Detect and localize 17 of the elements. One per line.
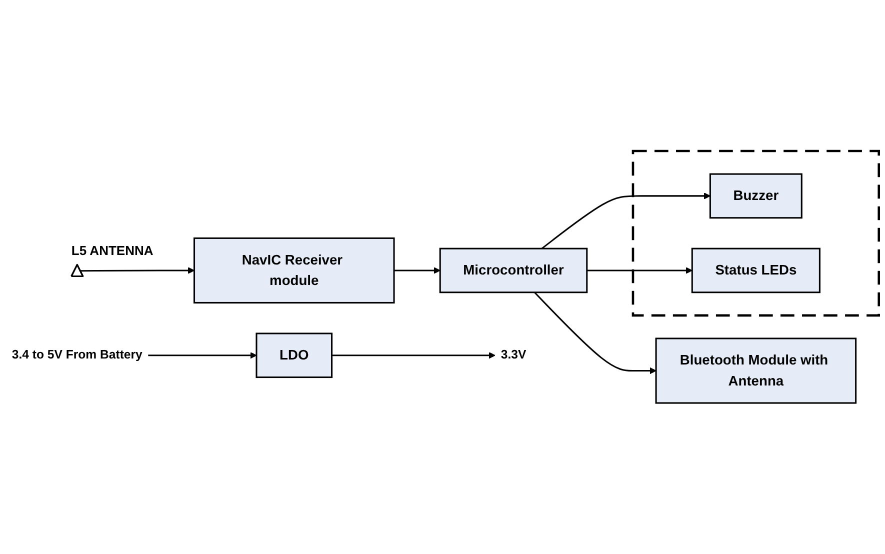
- node-box: Buzzer: [709, 173, 802, 219]
- node-box: NavIC Receiver module: [193, 237, 395, 304]
- node-box: Bluetooth Module with Antenna: [655, 338, 857, 404]
- node-box: Status LEDs: [691, 248, 820, 294]
- node-text: 3.3V: [500, 348, 526, 362]
- arrow: [586, 267, 692, 274]
- arrow: [332, 352, 496, 359]
- arrow: [148, 352, 257, 359]
- arrow: [80, 267, 195, 274]
- arrow: [541, 192, 710, 250]
- arrow: [394, 267, 440, 274]
- cluster: [632, 150, 880, 317]
- node-box: LDO: [256, 332, 333, 378]
- node-box: Microcontroller: [439, 248, 588, 294]
- arrow: [534, 292, 656, 374]
- node-caption: L5 ANTENNA: [71, 242, 154, 258]
- node-text: 3.4 to 5V From Battery: [12, 348, 142, 362]
